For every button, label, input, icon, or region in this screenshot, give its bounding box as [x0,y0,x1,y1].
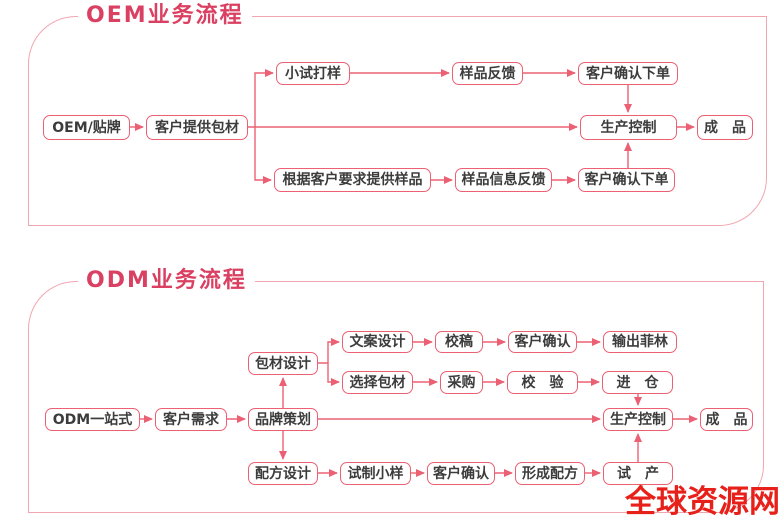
flow-node-yangpin-fankui: 样品反馈 [452,62,523,85]
oem-flow-edge-2 [254,69,274,127]
odm-section-title: ODM业务流程 [78,268,255,294]
odm-flow-edge-6 [327,363,340,386]
odm-flow-edge-5 [318,338,340,364]
odm-section-frame [28,281,764,513]
flow-node-shuchu-feilin: 输出菲林 [603,331,677,353]
flow-node-jincang: 进 仓 [602,371,673,394]
flow-node-kehu-xuqiu: 客户需求 [155,408,227,431]
flow-node-chengpin: 成 品 [697,115,753,140]
flow-node-shengchan-kongzhi: 生产控制 [580,115,677,140]
flow-node-kehu-tigong-baocai: 客户提供包材 [146,115,248,140]
flow-node-jiaoyan: 校 验 [507,371,578,394]
flow-node-yangpin-xinxi-fankui: 样品信息反馈 [455,168,552,192]
flow-node-xuanze-baocai: 选择包材 [342,371,413,394]
flow-node-pinpai-cehua: 品牌策划 [248,408,318,431]
flow-node-kehu-queren-1: 客户确认 [508,331,577,353]
flow-node-genju-kehu-yaoqiu: 根据客户要求提供样品 [274,168,431,192]
flow-node-peifang-sheji: 配方设计 [248,462,318,485]
oem-section-title: OEM业务流程 [78,3,252,29]
oem-section-frame [28,16,767,226]
flow-node-shengchan-kongzhi-odm: 生产控制 [603,408,673,431]
flow-node-xingcheng-peifang: 形成配方 [515,462,585,485]
flow-node-shizhi-xiaoyang: 试制小样 [340,462,411,485]
flow-node-odm-yizhanshi: ODM一站式 [45,408,140,431]
flow-node-xiaoshi-dayang: 小试打样 [276,62,350,85]
flow-node-kehu-queren-xiadan-2: 客户确认下单 [578,168,675,192]
flow-node-chengpin-odm: 成 品 [700,408,753,431]
flow-node-kehu-queren-xiadan-1: 客户确认下单 [578,62,678,85]
watermark-text: 全球资源网 [625,484,780,520]
edges-mount [130,69,698,477]
oem-flow-edge-3 [254,127,272,184]
flow-node-oem-tiepai: OEM/贴牌 [43,115,130,140]
flow-node-kehu-queren-2: 客户确认 [427,462,495,485]
flow-node-baocai-sheji: 包材设计 [248,352,318,375]
flow-node-wenan-sheji: 文案设计 [342,331,413,353]
flow-node-shichan: 试 产 [603,462,673,485]
flow-node-caigou: 采购 [440,371,483,394]
flow-node-jiaogao: 校稿 [435,331,483,353]
